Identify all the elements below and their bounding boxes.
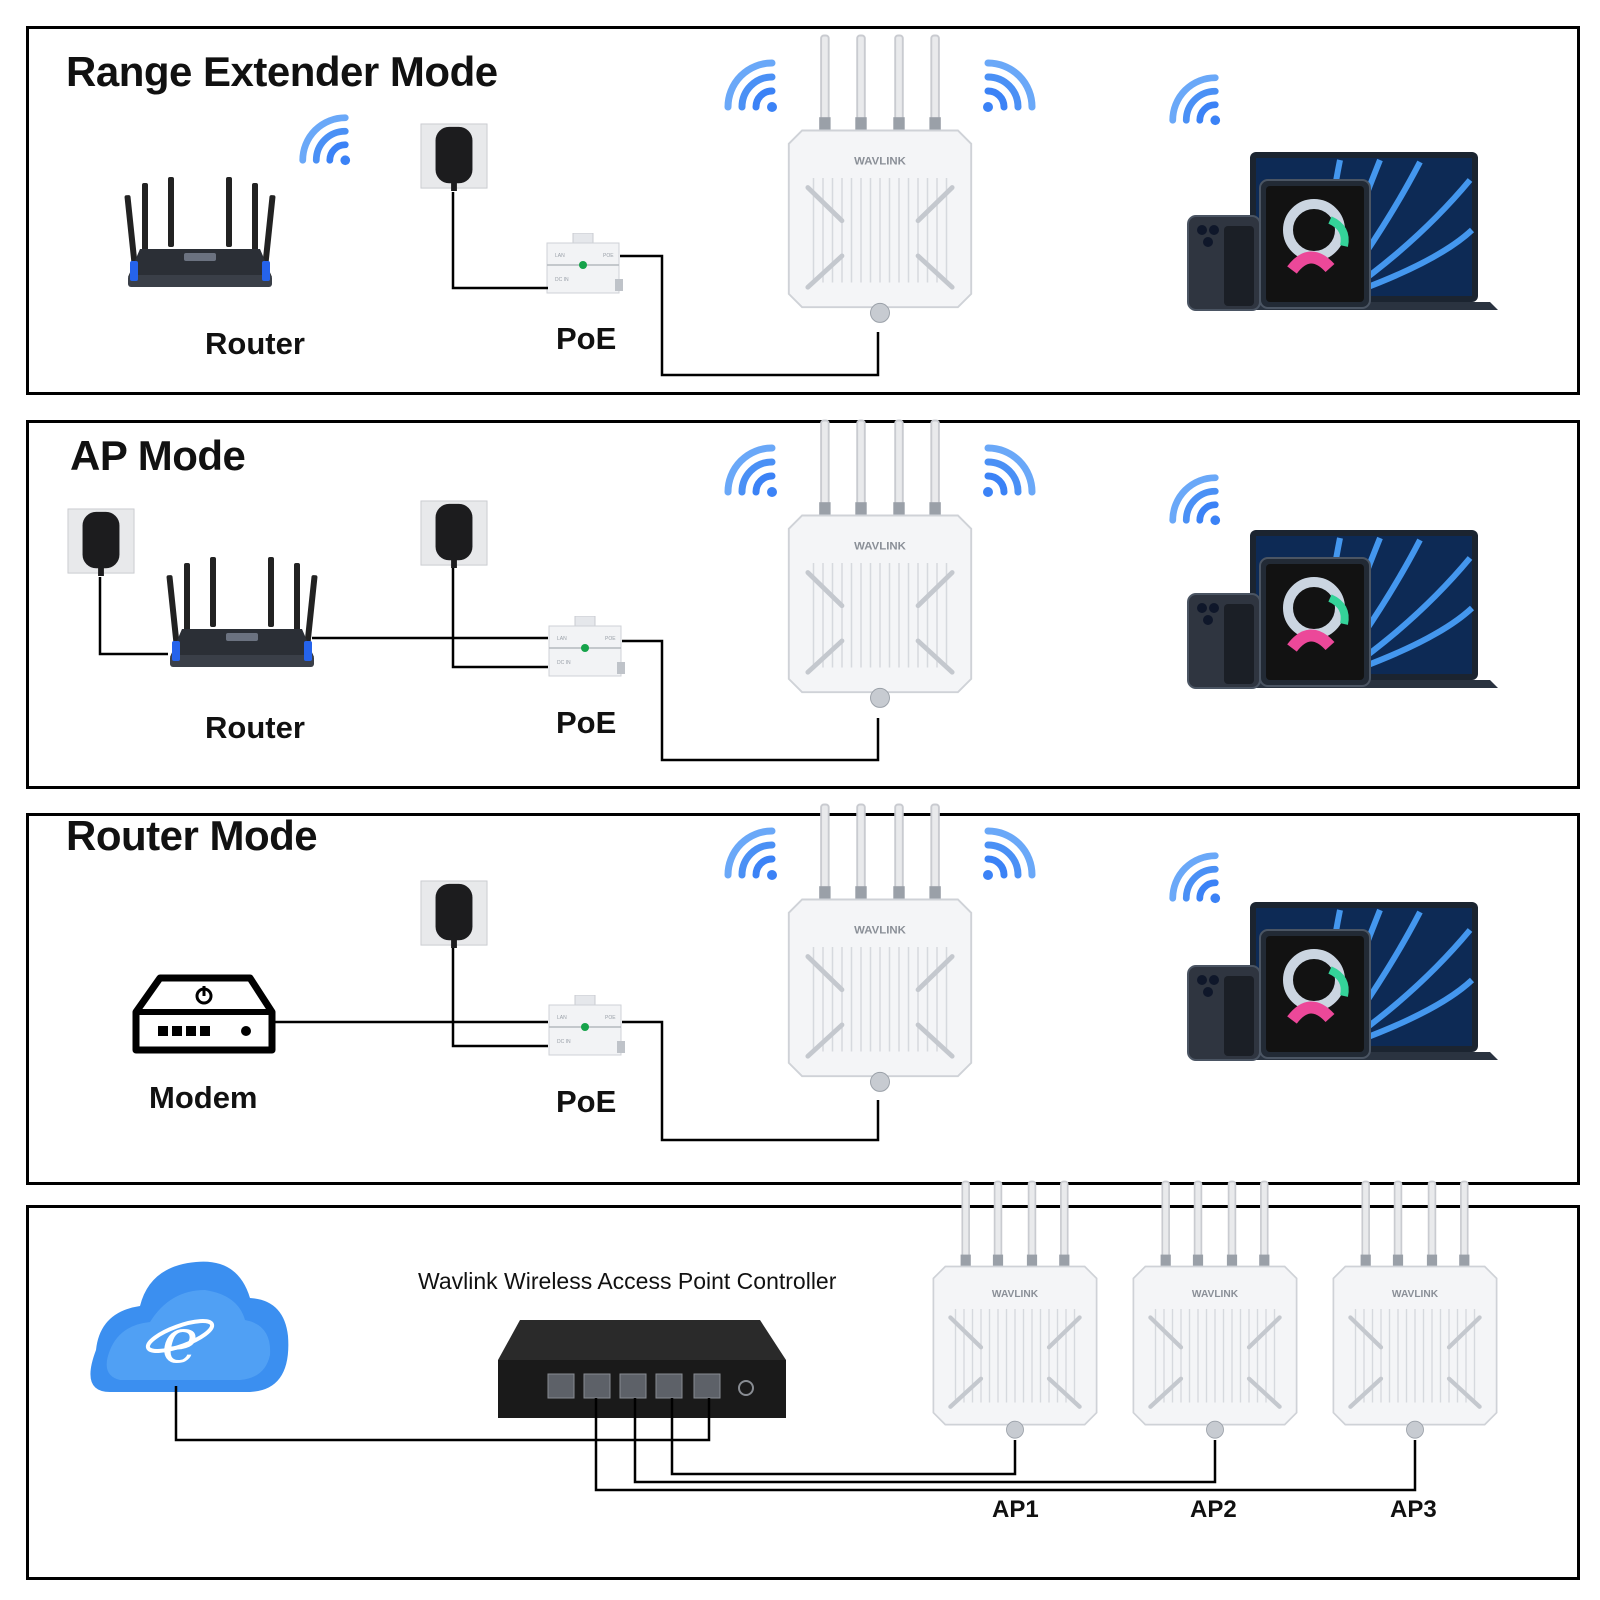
panel-title: Range Extender Mode [66,48,498,95]
poe-label: PoE [556,705,617,740]
controller-title: Wavlink Wireless Access Point Controller [418,1268,837,1294]
ap1-label: AP1 [992,1496,1039,1523]
power-plug-icon [420,123,488,191]
ap1-device-icon [933,1182,1096,1439]
poe-injector-icon [548,995,625,1056]
poe-label: PoE [556,1084,617,1119]
ap3-device-icon [1333,1182,1496,1439]
ap3-label: AP3 [1390,1496,1437,1523]
cable-lines [275,948,880,1142]
router-label: Router [205,326,305,361]
wifi-icon [983,448,1032,497]
client-devices-icon [1188,152,1498,310]
wifi-icon [728,448,777,497]
wifi-icon [1173,856,1220,903]
power-plug-icon [420,500,488,568]
wifi-icon [728,63,777,112]
modem-icon [132,974,276,1054]
wifi-icon [983,831,1032,880]
client-devices-icon [1188,902,1498,1060]
outdoor-ap-icon [789,421,971,708]
poe-injector-icon [548,616,625,677]
outdoor-ap-icon [789,805,971,1092]
panel-title: Router Mode [66,812,318,859]
ap2-device-icon [1133,1182,1296,1439]
poe-injector-icon [546,233,623,294]
wifi-icon [1173,78,1220,125]
controller-switch-icon [498,1320,786,1418]
cable-lines [98,568,880,762]
client-devices-icon [1188,530,1498,688]
wifi-icon [1173,478,1220,525]
router-label: Router [205,710,305,745]
cloud-internet-icon: e [90,1261,289,1392]
outdoor-ap-icon [789,36,971,323]
wifi-icon [983,63,1032,112]
panel-controller [26,1205,1580,1580]
panel-title: AP Mode [70,432,246,479]
power-plug-icon [67,508,135,576]
power-plug-icon [420,880,488,948]
ap2-label: AP2 [1190,1496,1237,1523]
wifi-icon [728,831,777,880]
cable-lines [174,1386,1417,1492]
poe-label: PoE [556,321,617,356]
router-icon [166,557,318,667]
router-icon [124,177,276,287]
modem-label: Modem [149,1080,258,1115]
wifi-icon [303,118,350,165]
cable-lines [451,192,880,377]
